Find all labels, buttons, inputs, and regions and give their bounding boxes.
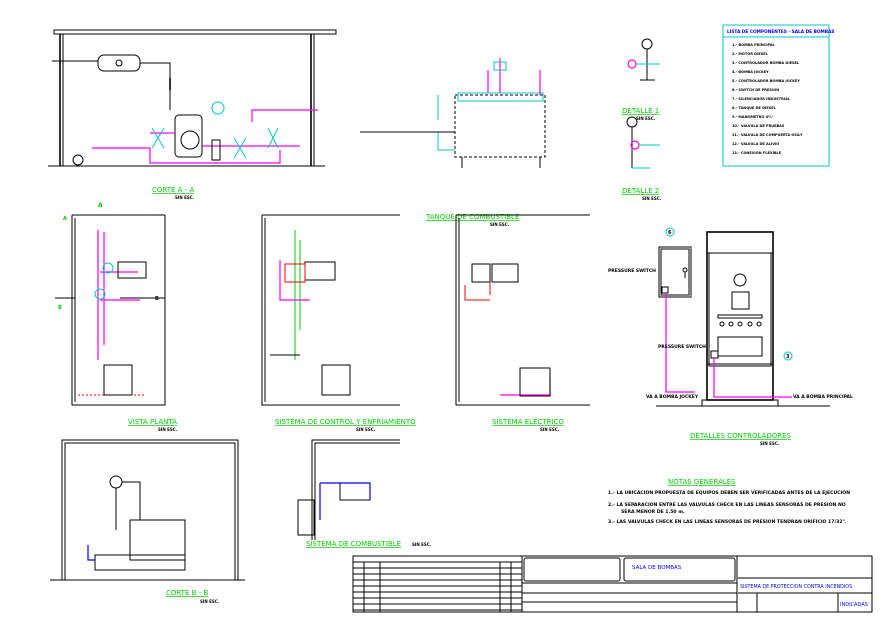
note-1: 1.- LA UBICACION PROPUESTA DE EQUIPOS DE… [608, 490, 850, 496]
pressure-switch-label-1: PRESSURE SWITCH [608, 268, 656, 274]
section-vista-planta [55, 214, 166, 406]
vista-planta-scale: SIN ESC. [158, 427, 178, 432]
detalle-1-title: DETALLE 1 [622, 107, 659, 115]
component-item: 13.- CONEXION FLEXIBLE [732, 151, 782, 155]
section-corte-a [48, 29, 337, 167]
component-item: 5.- CONTROLADOR BOMBA JOCKEY [732, 79, 800, 83]
tanque-title: TANQUE DE COMBUSTIBLE [425, 213, 519, 221]
main-pump-shape [174, 114, 203, 158]
silencer-shape [97, 54, 141, 72]
component-item: 8.- TANQUE DE DIESEL [732, 106, 777, 110]
component-item: 10.- VALVULA DE PRUEBAS [732, 124, 785, 128]
corte-a-scale: SIN ESC. [175, 195, 195, 200]
electrico-title: SISTEMA ELECTRICO [492, 418, 564, 426]
tag-jockey: 6 [668, 230, 672, 236]
corte-a-title: CORTE A - A [152, 186, 194, 194]
detalle-1-scale: SIN ESC. [636, 116, 656, 121]
corte-b-scale: SIN ESC. [200, 599, 220, 604]
section-marker-a: A [98, 202, 103, 209]
controladores-scale: SIN ESC. [760, 441, 780, 446]
plan-name: SALA DE BOMBAS [632, 565, 682, 571]
note-2-cont: SERA MENOR DE 1.50 m. [621, 509, 685, 515]
combustible-scale: SIN ESC. [412, 542, 432, 547]
component-item: 2.- MOTOR DIESEL [732, 52, 769, 56]
component-item: 9.- MANOMETRO 4½" [732, 115, 774, 119]
section-detalles [626, 38, 660, 169]
component-item: 6.- SWITCH DE PRESION [732, 88, 779, 92]
section-marker-a-plan: A [63, 216, 67, 222]
note-2: 2.- LA SEPARACION ENTRE LAS VALVULAS CHE… [608, 502, 846, 508]
controladores-title: DETALLES CONTROLADORES [690, 432, 792, 440]
notes-title: NOTAS GENERALES [668, 478, 736, 486]
components-title: LISTA DE COMPONENTES - SALA DE BOMBAS [727, 29, 834, 35]
tag-main: 3 [786, 354, 790, 360]
title-block [352, 555, 873, 613]
control-scale: SIN ESC. [356, 427, 376, 432]
section-control [261, 214, 400, 406]
component-item: 7.- SILENCIADOR INDUSTRIAL [732, 97, 791, 101]
vista-planta-title: VISTA PLANTA [128, 418, 177, 426]
scale-value: INDICADAS [840, 602, 868, 608]
corte-b-title: CORTE B - B [166, 589, 208, 597]
to-main-label: VA A BOMBA PRINCIPAL [793, 394, 853, 400]
tanque-scale: SIN ESC. [490, 222, 510, 227]
project-name: SISTEMA DE PROTECCION CONTRA INCENDIOS [740, 584, 852, 590]
to-jockey-label: VA A BOMBA JOCKEY [646, 394, 699, 400]
detalle-2-title: DETALLE 2 [622, 187, 659, 195]
component-item: 4.- BOMBA JOCKEY [732, 70, 769, 74]
section-electrico [455, 214, 590, 406]
section-tanque [360, 58, 546, 168]
section-corte-b [50, 439, 245, 581]
component-item: 12.- VALVULA DE ALIVIO [732, 142, 779, 146]
components-list: LISTA DE COMPONENTES - SALA DE BOMBAS 1.… [722, 24, 834, 167]
component-item: 11.- VALVULA DE COMPUERTA OS&Y [732, 133, 803, 137]
component-item: 3.- CONTROLADOR BOMBA DIESEL [732, 61, 800, 65]
section-marker-b-right: B [155, 296, 159, 302]
section-combustible [297, 439, 400, 540]
control-title: SISTEMA DE CONTROL Y ENFRIAMIENTO [275, 418, 416, 426]
component-item: 1.- BOMBA PRINCIPAL [732, 43, 775, 47]
combustible-title: SISTEMA DE COMBUSTIBLE [306, 540, 401, 548]
pressure-switch-label-2: PRESSURE SWITCH [658, 344, 706, 350]
detalle-2-scale: SIN ESC. [642, 196, 662, 201]
electrico-scale: SIN ESC. [540, 427, 560, 432]
section-marker-b-left: B [58, 305, 62, 311]
note-3: 3.- LAS VALVULAS CHECK EN LAS LINEAS SEN… [608, 519, 847, 525]
section-controladores [656, 227, 830, 407]
